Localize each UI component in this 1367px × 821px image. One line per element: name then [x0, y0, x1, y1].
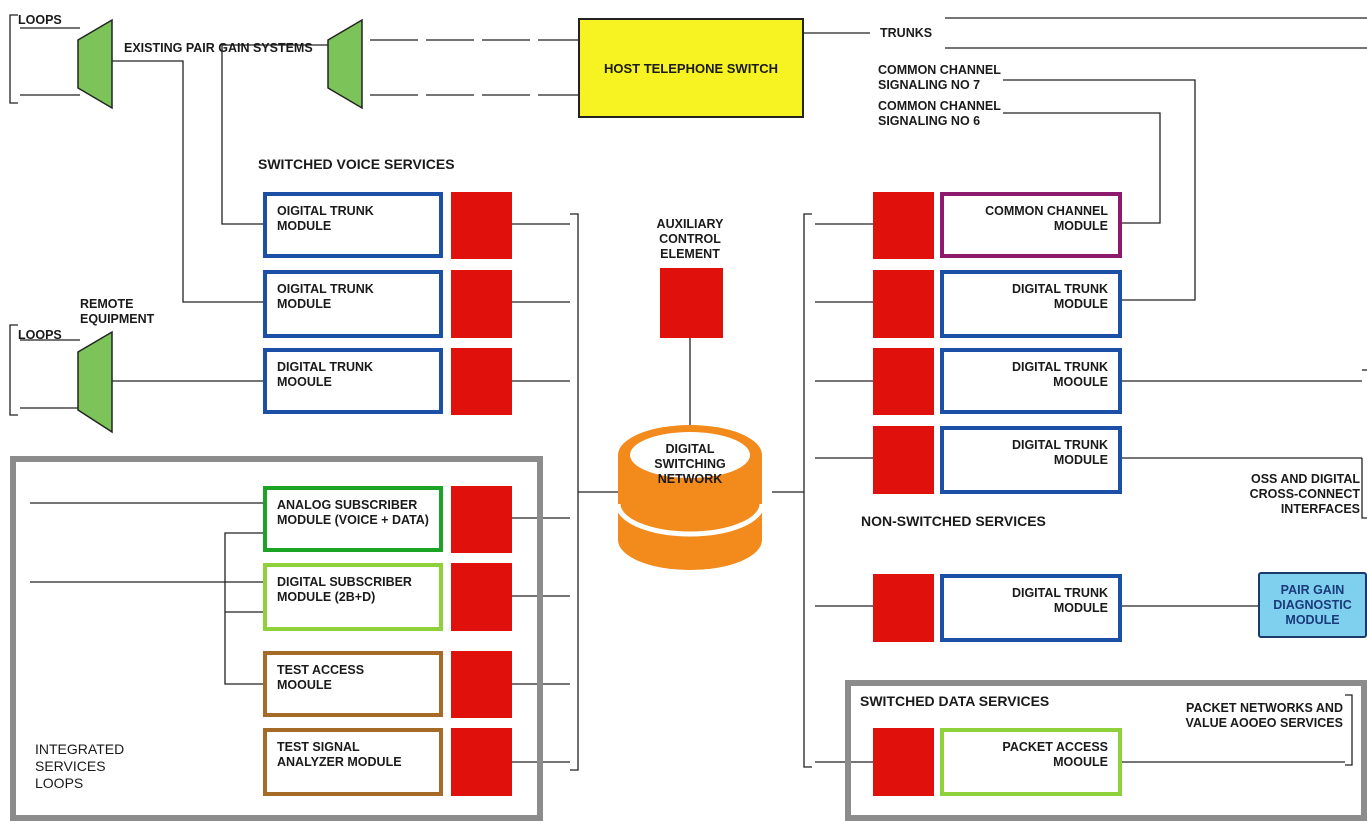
right-red-block-4 — [873, 426, 934, 494]
switched-voice-label: SWITCHED VOICE SERVICES — [258, 156, 455, 172]
digital-subscriber-module: DIGITAL SUBSCRIBER MODULE (2B+D) — [263, 563, 443, 631]
auxiliary-label: AUXILIARY CONTROL ELEMENT — [656, 217, 724, 261]
auxiliary-control-element — [660, 268, 723, 338]
left-red-block-4 — [451, 486, 512, 553]
left-red-block-3 — [451, 348, 512, 415]
pair-gain-unit-3 — [77, 330, 113, 434]
host-telephone-switch: HOST TELEPHONE SWITCH — [578, 18, 804, 118]
ccs7-label: COMMON CHANNEL SIGNALING No 7 — [878, 63, 1001, 92]
dsn-label: DIGITAL SWITCHING NETWORK — [654, 442, 726, 486]
left-digital-trunk-module-1: OIGITAL TRUNK MODULE — [263, 192, 443, 258]
right-red-block-1 — [873, 192, 934, 259]
left-red-block-5 — [451, 563, 512, 631]
right-digital-trunk-module-1: DIGITAL TRUNK MODULE — [940, 270, 1122, 338]
left-digital-trunk-module-2: OIGITAL TRUNK MODULE — [263, 270, 443, 338]
left-red-block-1 — [451, 192, 512, 259]
packet-networks-label: PACKET NETWORKS AND VALUE AOOEO SERVICES — [1185, 701, 1343, 730]
switched-data-services-box — [845, 680, 1367, 821]
analog-subscriber-module: ANALOG SUBSCRIBER MODULE (VOICE + DATA) — [263, 486, 443, 552]
right-digital-trunk-module-3: DIGITAL TRUNK MODULE — [940, 426, 1122, 494]
ccs6-label: COMMON CHANNEL SIGNALING No 6 — [878, 99, 1001, 128]
existing-pair-gain-label: EXISTING PAIR GAIN SYSTEMS — [124, 41, 313, 55]
test-signal-analyzer-module: TEST SIGNAL ANALYZER MODULE — [263, 728, 443, 796]
left-red-block-6 — [451, 651, 512, 718]
loops-top-label: LOOPS — [18, 13, 62, 27]
pair-gain-unit-1 — [77, 18, 113, 110]
left-digital-trunk-module-3: DIGITAL TRUNK MOOULE — [263, 348, 443, 414]
test-access-module: TEST ACCESS MOOULE — [263, 651, 443, 717]
oss-label: OSS AND DIGITAL CROSS-CONNECT INTERFACES — [1249, 472, 1360, 516]
loops-mid-label: LOOPS — [18, 328, 62, 342]
host-switch-label: HOST TELEPHONE SWITCH — [603, 60, 779, 76]
common-channel-module: COMMON CHANNEL MODULE — [940, 192, 1122, 258]
non-switched-label: NON-SWITCHED SERVICES — [861, 513, 1046, 529]
right-digital-trunk-module-4: DIGITAL TRUNK MODULE — [940, 574, 1122, 642]
left-red-block-7 — [451, 728, 512, 796]
right-red-block-6 — [873, 728, 934, 796]
right-red-block-2 — [873, 270, 934, 338]
right-digital-trunk-module-2: DIGITAL TRUNK MOOULE — [940, 348, 1122, 414]
right-red-block-5 — [873, 574, 934, 642]
switched-data-label: SWITCHED DATA SERVICES — [860, 693, 1050, 709]
trunks-label: TRUNKS — [880, 26, 933, 40]
right-red-block-3 — [873, 348, 934, 415]
isl-label: INTEGRATED SERVICES LOOPS — [35, 741, 125, 791]
remote-equipment-label: REMOTE EQUIPMENT — [80, 297, 155, 326]
switching-network-cylinder — [615, 425, 765, 570]
pair-gain-diagnostic-module: PAIR GAIN DIAGNOSTIC MODULE — [1258, 572, 1367, 638]
integrated-services-loops-box — [10, 456, 543, 821]
packet-access-module: PACKET ACCESS MOOULE — [940, 728, 1122, 796]
left-red-block-2 — [451, 270, 512, 338]
pair-gain-unit-2 — [327, 18, 363, 110]
